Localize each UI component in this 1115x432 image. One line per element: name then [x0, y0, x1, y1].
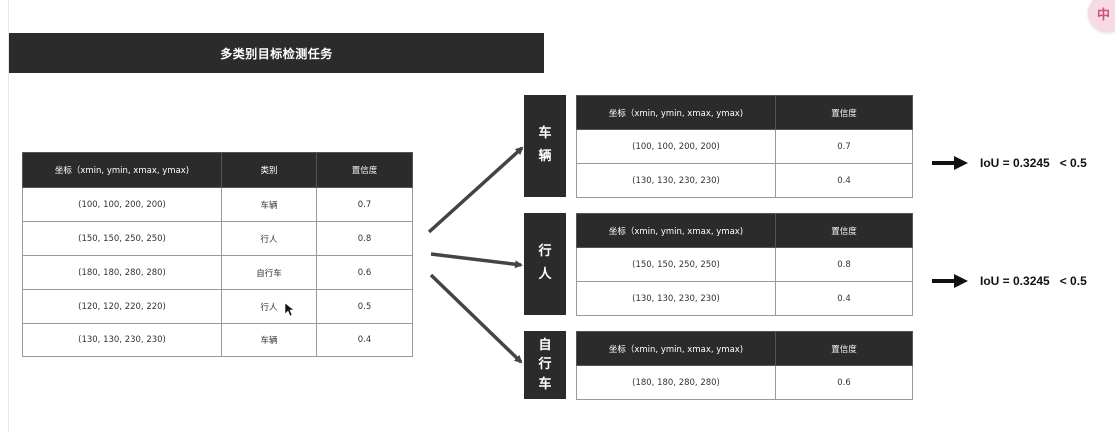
cell-class: 行人 — [221, 221, 317, 256]
iou-value: IoU = 0.3245 — [980, 156, 1050, 170]
arrow-to-bicycle — [429, 273, 523, 364]
group-label-pedestrian: 行 人 — [524, 213, 566, 315]
pedestrian-table: 坐标（xmin, ymin, xmax, ymax) 置信度 (150, 150… — [576, 213, 913, 316]
group-label-bicycle: 自 行 车 — [524, 331, 566, 399]
cell-confidence: 0.5 — [316, 289, 413, 324]
cursor-icon — [285, 303, 295, 317]
table-row: (180, 180, 280, 280) 自行车 0.6 — [22, 255, 413, 290]
cell-confidence: 0.4 — [775, 163, 913, 198]
col-header-confidence: 置信度 — [775, 331, 913, 366]
cell-class: 车辆 — [221, 323, 317, 357]
cell-confidence: 0.7 — [316, 187, 413, 222]
table-row: (100, 100, 200, 200) 0.7 — [576, 129, 913, 164]
cell-class: 自行车 — [221, 255, 317, 290]
table-row: (150, 150, 250, 250) 行人 0.8 — [22, 221, 413, 256]
table-row: (130, 130, 230, 230) 0.4 — [576, 163, 913, 198]
cell-coords: (130, 130, 230, 230) — [576, 163, 776, 198]
cell-confidence: 0.6 — [316, 255, 413, 290]
col-header-coords: 坐标（xmin, ymin, xmax, ymax) — [576, 331, 776, 366]
iou-threshold: < 0.5 — [1059, 156, 1087, 170]
col-header-coords: 坐标（xmin, ymin, xmax, ymax) — [576, 213, 776, 248]
table-row: (120, 120, 220, 220) 行人 0.5 — [22, 289, 413, 324]
table-row: (180, 180, 280, 280) 0.6 — [576, 365, 913, 400]
cell-coords: (150, 150, 250, 250) — [22, 221, 222, 256]
page-title: 多类别目标检测任务 — [9, 33, 544, 73]
group-label-char: 车 — [538, 376, 552, 392]
cell-confidence: 0.6 — [775, 365, 913, 400]
cell-coords: (120, 120, 220, 220) — [22, 289, 222, 324]
cell-coords: (180, 180, 280, 280) — [576, 365, 776, 400]
arrow-to-pedestrian — [430, 252, 523, 269]
group-label-char: 人 — [538, 267, 552, 282]
table-row: (130, 130, 230, 230) 车辆 0.4 — [22, 323, 413, 357]
right-arrow-icon — [932, 156, 968, 170]
cell-class: 车辆 — [221, 187, 317, 222]
iou-value: IoU = 0.3245 — [980, 274, 1050, 288]
cell-confidence: 0.4 — [316, 323, 413, 357]
vehicle-table: 坐标（xmin, ymin, xmax, ymax) 置信度 (100, 100… — [576, 95, 913, 198]
table-row: (150, 150, 250, 250) 0.8 — [576, 247, 913, 282]
cell-coords: (100, 100, 200, 200) — [22, 187, 222, 222]
arrow-to-vehicle — [427, 146, 524, 234]
left-divider — [8, 0, 9, 432]
right-arrow-icon — [932, 274, 968, 288]
cell-coords: (150, 150, 250, 250) — [576, 247, 776, 282]
col-header-coords: 坐标（xmin, ymin, xmax, ymax) — [22, 152, 222, 188]
cell-confidence: 0.8 — [775, 247, 913, 282]
group-label-vehicle: 车 辆 — [524, 95, 566, 197]
table-row: (130, 130, 230, 230) 0.4 — [576, 281, 913, 316]
iou-result-vehicle: IoU = 0.3245 < 0.5 — [932, 156, 1087, 170]
col-header-confidence: 置信度 — [316, 152, 413, 188]
cell-coords: (130, 130, 230, 230) — [576, 281, 776, 316]
iou-result-pedestrian: IoU = 0.3245 < 0.5 — [932, 274, 1087, 288]
group-label-char: 行 — [538, 357, 552, 373]
cell-coords: (180, 180, 280, 280) — [22, 255, 222, 290]
col-header-coords: 坐标（xmin, ymin, xmax, ymax) — [576, 95, 776, 130]
group-label-char: 辆 — [538, 149, 552, 164]
bicycle-table: 坐标（xmin, ymin, xmax, ymax) 置信度 (180, 180… — [576, 331, 913, 400]
cell-confidence: 0.4 — [775, 281, 913, 316]
cell-coords: (100, 100, 200, 200) — [576, 129, 776, 164]
group-label-char: 自 — [538, 337, 552, 353]
cell-coords: (130, 130, 230, 230) — [22, 323, 222, 357]
group-label-char: 车 — [538, 126, 552, 142]
col-header-confidence: 置信度 — [775, 95, 913, 130]
cell-confidence: 0.7 — [775, 129, 913, 164]
table-row: (100, 100, 200, 200) 车辆 0.7 — [22, 187, 413, 222]
iou-threshold: < 0.5 — [1059, 274, 1087, 288]
col-header-confidence: 置信度 — [775, 213, 913, 248]
group-label-char: 行 — [538, 244, 552, 260]
detections-table: 坐标（xmin, ymin, xmax, ymax) 类别 置信度 (100, … — [22, 152, 413, 357]
table-header-row: 坐标（xmin, ymin, xmax, ymax) 类别 置信度 — [22, 152, 413, 188]
